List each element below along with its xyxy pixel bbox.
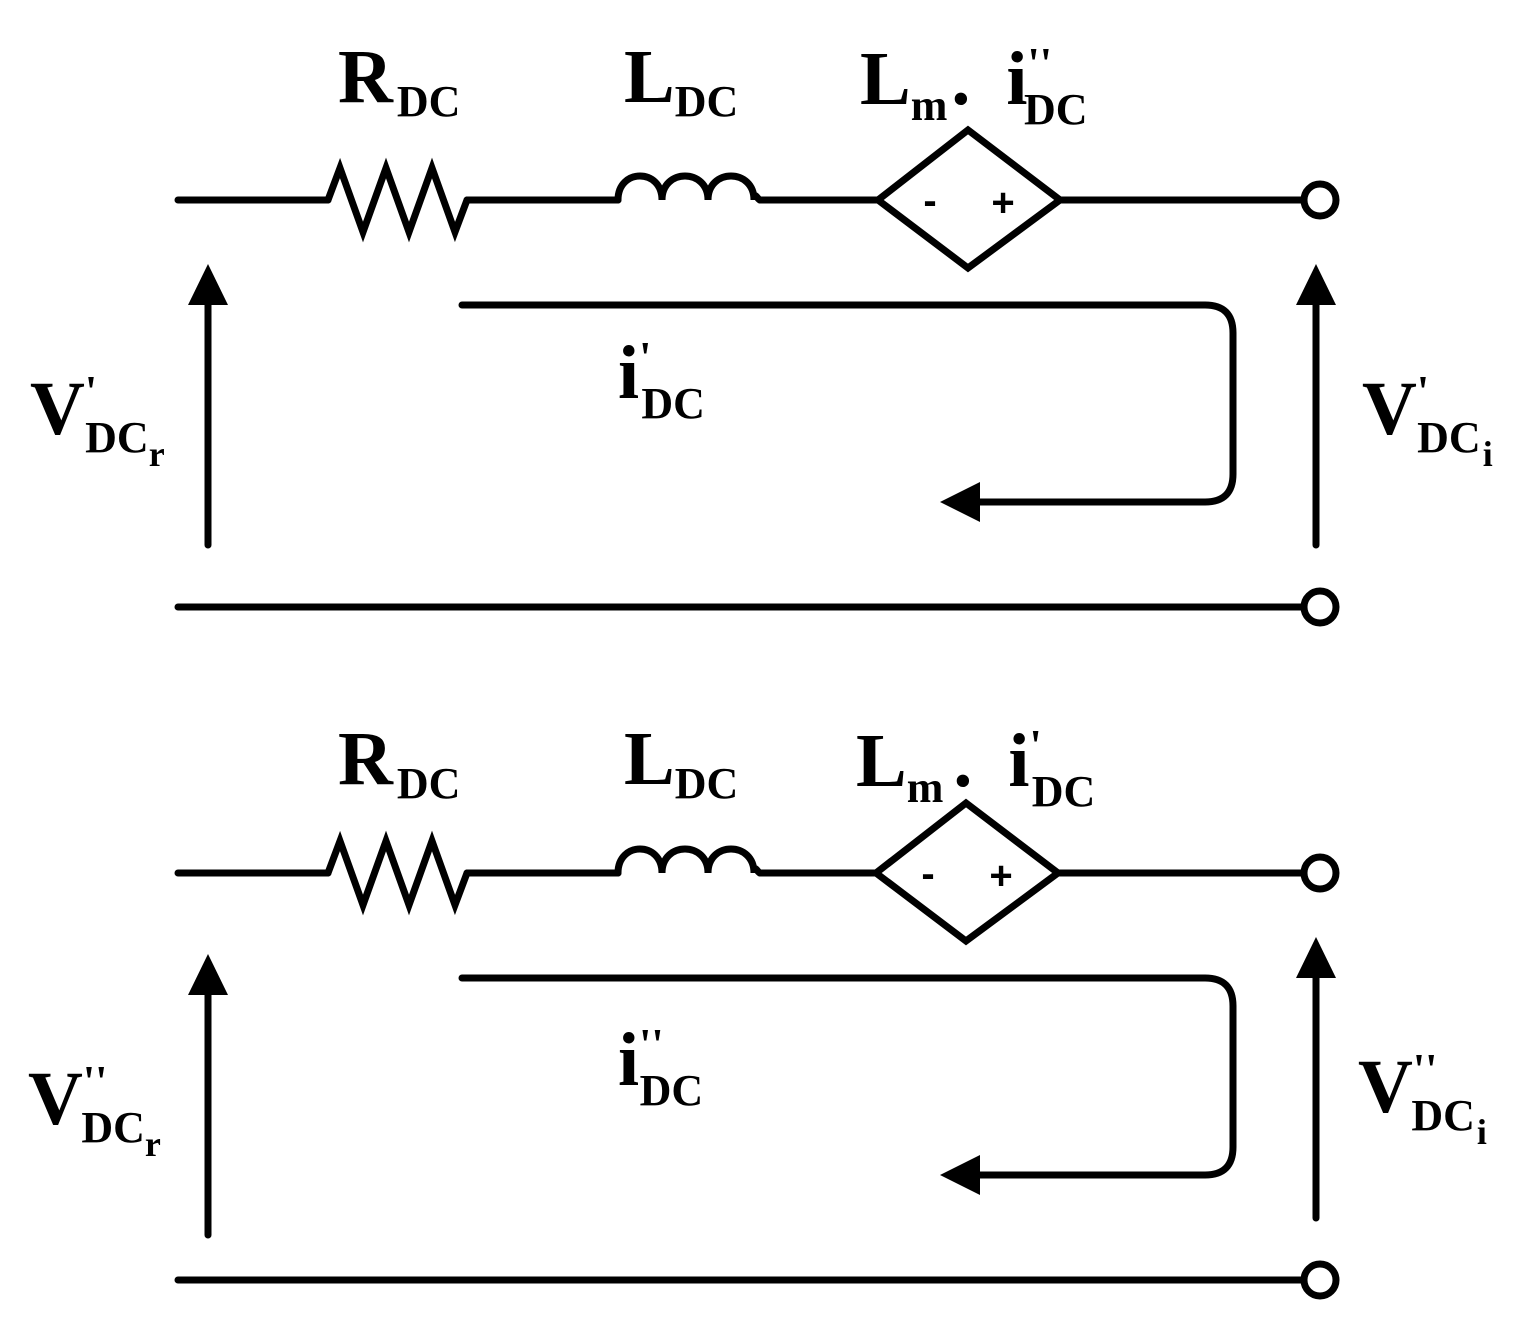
terminal-bottom <box>1300 587 1340 627</box>
inductor <box>614 845 764 877</box>
loop-current-arrow <box>458 301 1237 506</box>
v-left-label: V'DCr <box>30 367 165 474</box>
loop-current-arrow-head <box>940 482 980 522</box>
source-plus: + <box>991 181 1014 225</box>
circuit-bottom: - + RDC LDC Lm.i'DC i''DC V''DCr V''DCi <box>28 717 1487 1300</box>
loop-current-arrow <box>458 974 1237 1179</box>
v-left-arrow-head <box>188 954 228 995</box>
terminal-bottom <box>1300 1260 1340 1300</box>
circuit-top: - + RDC LDC Lm.i''DC i'DC V'DCr V'DCi <box>30 35 1493 627</box>
resistor <box>324 830 471 916</box>
inductor-label: LDC <box>624 717 738 808</box>
source-label: Lm.i''DC <box>860 37 1088 134</box>
terminal-top <box>1300 180 1340 220</box>
source-minus: - <box>923 179 936 223</box>
inductor <box>614 172 764 204</box>
terminal-top <box>1300 853 1340 893</box>
resistor-label: RDC <box>338 35 460 126</box>
v-left-arrow-head <box>188 264 228 305</box>
source-label: Lm.i'DC <box>856 719 1095 816</box>
loop-current-label: i'DC <box>618 331 705 428</box>
source-minus: - <box>921 852 934 896</box>
dependent-voltage-source <box>870 798 1064 946</box>
inductor-label: LDC <box>624 35 738 126</box>
resistor-label: RDC <box>338 717 460 808</box>
dependent-voltage-source <box>872 125 1066 273</box>
v-right-arrow-head <box>1296 264 1336 305</box>
loop-current-arrow-head <box>940 1155 980 1195</box>
v-left-label: V''DCr <box>28 1057 161 1164</box>
v-right-label: V'DCi <box>1362 367 1493 474</box>
loop-current-label: i''DC <box>618 1018 703 1115</box>
source-plus: + <box>989 854 1012 898</box>
resistor <box>324 157 471 243</box>
v-right-label: V''DCi <box>1358 1045 1487 1152</box>
v-right-arrow-head <box>1296 937 1336 978</box>
